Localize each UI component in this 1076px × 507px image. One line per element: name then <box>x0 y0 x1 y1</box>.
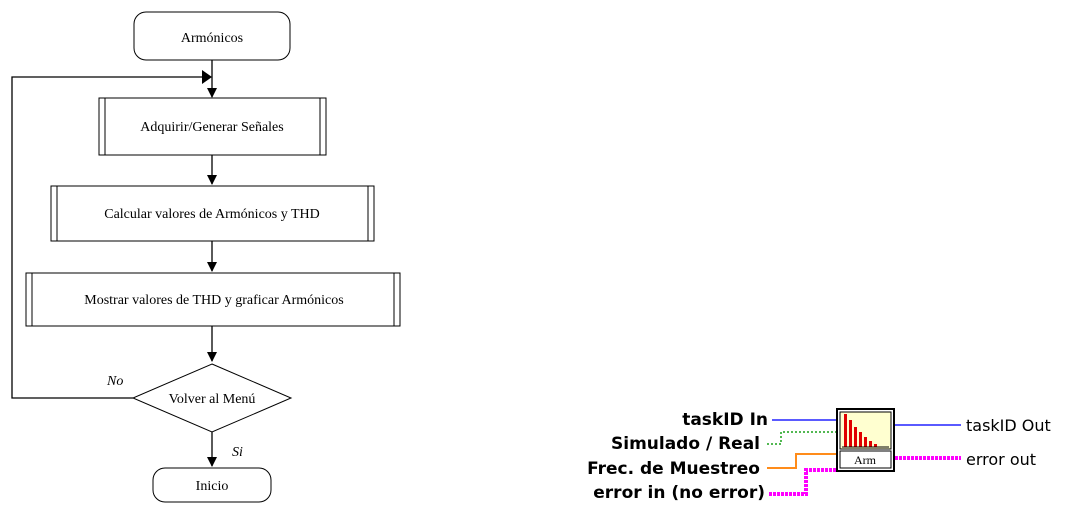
arm-vi-icon[interactable]: Arm <box>836 408 895 472</box>
wire-mode <box>767 431 837 445</box>
input-mode-label: Simulado / Real <box>611 434 760 454</box>
loop-back-line <box>11 76 205 399</box>
input-error-label: error in (no error) <box>593 483 765 503</box>
decision-label: Volver al Menú <box>169 392 256 407</box>
yes-branch-label: Si <box>232 445 243 460</box>
process-acquire: Adquirir/Generar Señales <box>98 97 327 156</box>
loop-back-arrowhead <box>202 70 212 84</box>
process-calculate-label: Calcular valores de Armónicos y THD <box>104 207 320 222</box>
start-terminator: Armónicos <box>133 11 291 61</box>
process-show: Mostrar valores de THD y graficar Armóni… <box>25 272 401 327</box>
process-show-label: Mostrar valores de THD y graficar Armóni… <box>84 293 343 308</box>
end-terminator: Inicio <box>152 467 272 503</box>
end-label: Inicio <box>196 479 229 494</box>
process-calculate: Calcular valores de Armónicos y THD <box>50 185 375 242</box>
input-taskid-label: taskID In <box>682 410 768 430</box>
labview-subvi: taskID In Simulado / Real Frec. de Muest… <box>587 408 1051 503</box>
decision-return-menu: Volver al Menú <box>131 363 293 433</box>
process-acquire-label: Adquirir/Generar Señales <box>140 120 283 135</box>
wire-sample-rate <box>767 453 837 469</box>
arm-icon-label: Arm <box>854 453 877 467</box>
wire-error-in <box>769 468 837 496</box>
no-branch-label: No <box>106 374 123 389</box>
output-error-label: error out <box>966 450 1036 469</box>
input-sample-rate-label: Frec. de Muestreo <box>587 459 760 479</box>
output-taskid-label: taskID Out <box>966 416 1051 435</box>
flowchart: Armónicos Adquirir/Generar Señales Calcu… <box>11 11 401 503</box>
start-label: Armónicos <box>181 31 243 46</box>
harmonic-bars-icon <box>842 414 889 448</box>
